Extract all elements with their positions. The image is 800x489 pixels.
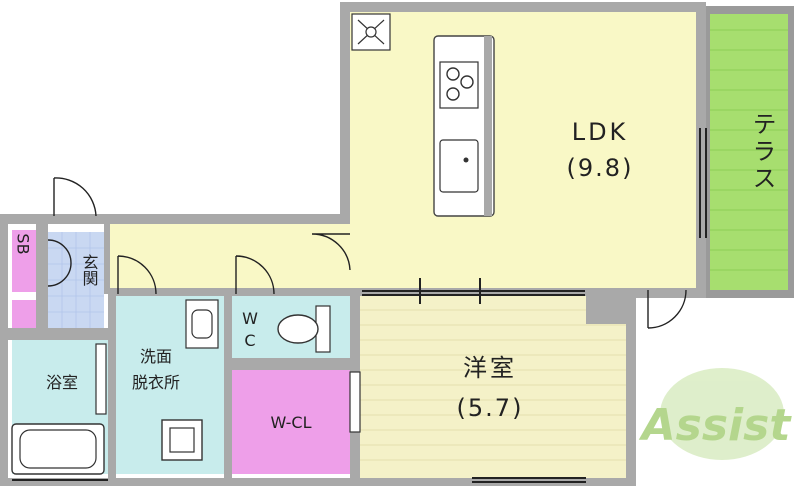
bathroom-door <box>95 343 107 415</box>
ldk-area <box>350 12 696 288</box>
terrace-label: テラス <box>748 112 776 193</box>
washroom-label-line1: 洗面 <box>140 347 172 366</box>
outer-wall-upper <box>0 2 706 486</box>
wash-basin-icon <box>185 299 219 349</box>
western-room-size: (5.7) <box>457 394 524 422</box>
walk-in-closet-label: W-CL <box>270 413 311 432</box>
western-room-lines <box>360 309 626 461</box>
bathroom-label: 浴室 <box>46 373 78 392</box>
terrace-area <box>710 14 788 290</box>
bathtub-icon <box>11 423 105 475</box>
toilet-label-line1: W <box>242 309 258 328</box>
closet-door <box>349 371 361 433</box>
washing-machine-icon <box>161 419 203 461</box>
door-swings <box>47 177 687 329</box>
shoe-box-lower <box>12 300 36 328</box>
toilet-label-line2: C <box>244 331 255 350</box>
walk-in-closet-area <box>232 370 350 474</box>
shoe-box-label: SB <box>14 233 33 254</box>
entrance-label: 玄関 <box>80 254 99 287</box>
window-marks <box>12 128 707 483</box>
sink-icon <box>439 139 479 193</box>
ventilation-fan-icon <box>351 13 391 51</box>
western-room-area <box>360 296 626 478</box>
entrance-tiles <box>48 232 104 328</box>
ldk-label: LDK <box>572 118 629 146</box>
assist-logo: Assist <box>639 368 793 460</box>
ldk-size: (9.8) <box>567 154 634 182</box>
shoe-box-area <box>12 230 36 292</box>
toilet-icon <box>277 305 331 353</box>
hallway-area <box>108 224 350 288</box>
stove-icon <box>439 61 479 109</box>
assist-logo-text: Assist <box>639 400 793 451</box>
western-room-label: 洋室 <box>463 354 517 382</box>
terrace-hatching <box>710 29 788 271</box>
washroom-label-line2: 脱衣所 <box>132 373 180 392</box>
kitchen-backwall <box>484 36 492 216</box>
